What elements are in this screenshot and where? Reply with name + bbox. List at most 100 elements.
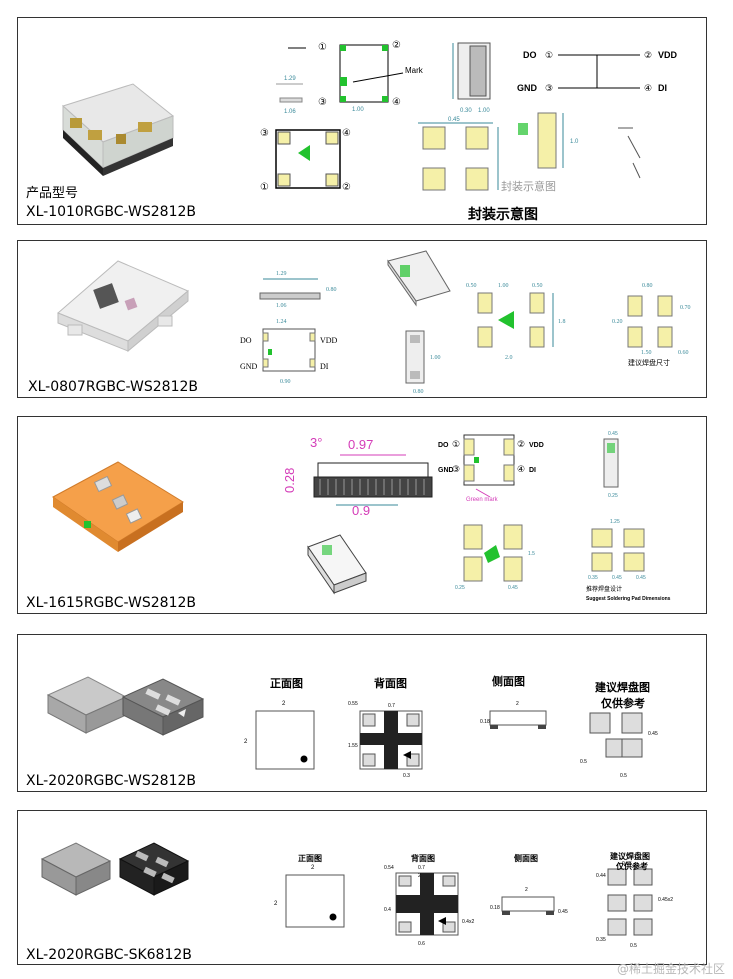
model-name: XL-0807RGBC-WS2812B xyxy=(28,379,198,395)
svg-text:Green mark: Green mark xyxy=(466,497,499,503)
svg-text:GND: GND xyxy=(517,83,538,93)
svg-text:0.18: 0.18 xyxy=(490,905,500,911)
svg-text:0.45x2: 0.45x2 xyxy=(658,897,673,903)
svg-text:0.6: 0.6 xyxy=(418,941,425,947)
svg-text:0.80: 0.80 xyxy=(642,283,653,289)
svg-text:0.7: 0.7 xyxy=(418,865,425,871)
svg-text:0.85: 0.85 xyxy=(622,861,632,867)
led-package-3d-icon xyxy=(57,260,189,353)
svg-text:0.4x2: 0.4x2 xyxy=(462,919,474,925)
svg-text:GND: GND xyxy=(240,362,258,371)
svg-text:0.45: 0.45 xyxy=(636,575,646,581)
svg-text:0.25: 0.25 xyxy=(608,493,618,499)
svg-text:0.7: 0.7 xyxy=(388,703,395,709)
svg-text:Mark: Mark xyxy=(405,66,424,75)
svg-text:2.0: 2.0 xyxy=(505,355,513,361)
svg-text:①: ① xyxy=(260,182,269,193)
pad-view-label: 建议焊盘图 xyxy=(610,852,650,861)
svg-text:0.9: 0.9 xyxy=(352,503,370,518)
svg-text:Suggest Soldering Pad Dimensio: Suggest Soldering Pad Dimensions xyxy=(586,596,671,602)
svg-text:②: ② xyxy=(517,439,525,449)
panel-xl-1615: 3° 0.97 0.28 0.9 DO ① GND ③ ② xyxy=(17,416,707,614)
led-package-3d-icon xyxy=(52,461,184,552)
back-view-label: 背面图 xyxy=(374,677,407,690)
svg-text:DI: DI xyxy=(320,362,329,371)
pad-reference-label: 仅供参考 xyxy=(601,697,645,710)
svg-text:1.06: 1.06 xyxy=(276,303,287,309)
svg-text:④: ④ xyxy=(517,464,525,474)
svg-text:1.06: 1.06 xyxy=(284,109,296,115)
svg-text:2: 2 xyxy=(516,701,519,707)
model-name: XL-1010RGBC-WS2812B xyxy=(26,204,196,220)
model-name: XL-2020RGBC-SK6812B xyxy=(26,947,192,963)
svg-text:③: ③ xyxy=(318,97,327,108)
model-name: XL-1615RGBC-WS2812B xyxy=(26,595,196,611)
watermark: @稀土掘金技术社区 xyxy=(616,962,725,976)
svg-text:DO: DO xyxy=(438,442,449,449)
svg-text:封装示意图: 封装示意图 xyxy=(501,179,556,193)
panel-xl-0807: 1.29 1.06 0.80 1.24 DO GND VDD DI 0.90 1… xyxy=(17,240,707,398)
svg-text:0.20: 0.20 xyxy=(612,319,623,325)
svg-text:1.00: 1.00 xyxy=(478,108,490,114)
xl-2020-ws-drawing: 2 2 0.55 0.7 1.55 0.3 2 0.18 0.5 0.5 0.4… xyxy=(46,676,658,779)
svg-text:③: ③ xyxy=(545,83,553,93)
xl-0807-drawing: 1.29 1.06 0.80 1.24 DO GND VDD DI 0.90 1… xyxy=(57,250,691,395)
svg-text:0.30: 0.30 xyxy=(460,108,472,114)
svg-text:0.44: 0.44 xyxy=(596,873,606,879)
model-name: XL-2020RGBC-WS2812B xyxy=(26,773,196,789)
svg-text:VDD: VDD xyxy=(658,50,678,60)
svg-text:VDD: VDD xyxy=(529,442,544,449)
svg-text:④: ④ xyxy=(392,97,401,108)
pin-1-label: ① xyxy=(318,42,327,53)
svg-text:0.45: 0.45 xyxy=(558,909,568,915)
svg-text:DI: DI xyxy=(529,467,536,474)
svg-text:2: 2 xyxy=(311,865,315,871)
svg-text:1.25: 1.25 xyxy=(610,519,620,525)
svg-text:③: ③ xyxy=(452,464,460,474)
svg-text:0.5: 0.5 xyxy=(630,943,637,949)
side-view-label: 侧面图 xyxy=(492,675,525,688)
back-view-label: 背面图 xyxy=(411,854,435,863)
svg-text:0.50: 0.50 xyxy=(466,283,477,289)
svg-text:④: ④ xyxy=(644,83,652,93)
package-diagram-caption: 封装示意图 xyxy=(468,207,538,223)
svg-text:2: 2 xyxy=(282,701,286,707)
svg-text:0.45: 0.45 xyxy=(648,731,658,737)
svg-text:0.80: 0.80 xyxy=(326,287,337,293)
svg-text:1.55: 1.55 xyxy=(348,743,358,749)
svg-text:0.80: 0.80 xyxy=(413,389,424,395)
svg-text:1.00: 1.00 xyxy=(498,283,509,289)
svg-text:②: ② xyxy=(644,50,652,60)
svg-text:0.5: 0.5 xyxy=(620,773,627,779)
svg-text:0.18: 0.18 xyxy=(480,719,490,725)
svg-text:0.97: 0.97 xyxy=(348,437,373,452)
svg-text:VDD: VDD xyxy=(320,336,338,345)
panel-xl-2020-ws: 2 2 0.55 0.7 1.55 0.3 2 0.18 0.5 0.5 0.4… xyxy=(17,634,707,792)
svg-text:0.45: 0.45 xyxy=(448,117,460,123)
svg-text:0.54: 0.54 xyxy=(384,865,394,871)
svg-text:1.0: 1.0 xyxy=(570,139,579,145)
svg-text:DO: DO xyxy=(240,336,252,345)
led-package-3d-icon xyxy=(40,842,190,896)
svg-text:2: 2 xyxy=(525,887,528,893)
panel-xl-2020-sk: 2 2 0.54 0.7 2 0.4 0.6 0.4x2 2 0.18 0.45… xyxy=(17,810,707,965)
svg-text:2: 2 xyxy=(274,901,278,907)
svg-text:2: 2 xyxy=(244,739,248,745)
svg-text:1.24: 1.24 xyxy=(276,319,287,325)
svg-text:0.55: 0.55 xyxy=(348,701,358,707)
svg-text:建议焊盘尺寸: 建议焊盘尺寸 xyxy=(628,358,670,367)
svg-text:0.28: 0.28 xyxy=(282,468,297,493)
svg-text:1.8: 1.8 xyxy=(558,319,566,325)
svg-text:0.45: 0.45 xyxy=(612,575,622,581)
svg-text:0.90: 0.90 xyxy=(280,379,291,385)
svg-text:DI: DI xyxy=(658,83,667,93)
svg-text:0.35: 0.35 xyxy=(588,575,598,581)
svg-text:②: ② xyxy=(342,182,351,193)
svg-text:0.3: 0.3 xyxy=(403,773,410,779)
svg-text:0.45: 0.45 xyxy=(608,431,618,437)
svg-text:③: ③ xyxy=(260,128,269,139)
svg-text:②: ② xyxy=(392,40,401,51)
svg-text:①: ① xyxy=(545,50,553,60)
svg-text:2: 2 xyxy=(418,873,421,879)
svg-text:GND: GND xyxy=(438,467,454,474)
